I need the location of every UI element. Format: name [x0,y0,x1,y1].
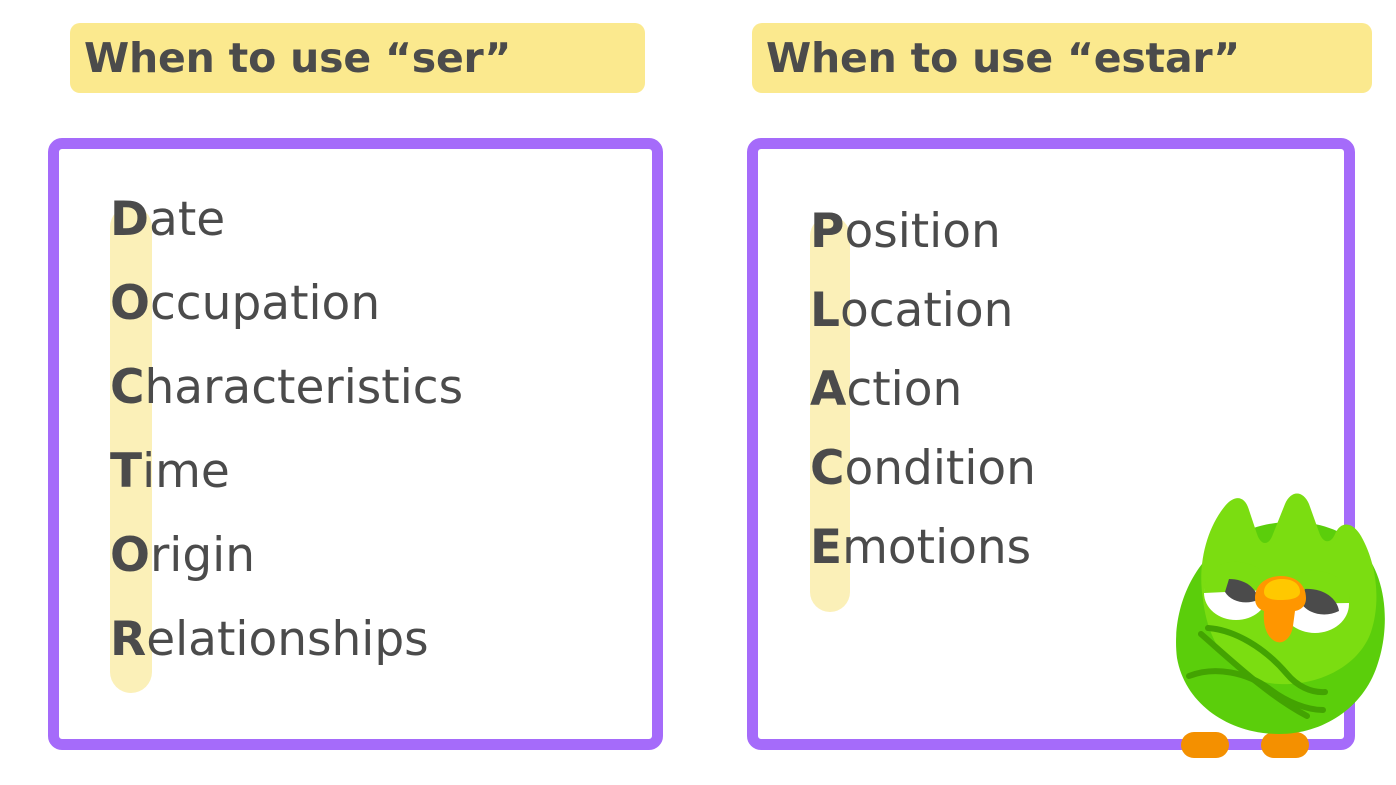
list-item: Condition [810,445,1036,492]
acronym-initial: P [810,204,845,259]
acronym-initial: L [810,283,840,338]
owl-wing-lines [1186,625,1328,719]
list-item: Origin [110,532,463,579]
acronym-rest: rigin [149,528,256,583]
list-item: Location [810,287,1036,334]
title-chip-estar: When to use “estar” [752,23,1372,93]
acronym-rest: haracteristics [144,360,464,415]
duo-owl-icon [1176,493,1385,758]
list-item: Date [110,196,463,243]
acronym-rest: elationships [146,612,429,667]
acronym-rest: ondition [844,441,1036,496]
acronym-rest: ate [149,192,226,247]
owl-foot-right-icon [1261,732,1309,758]
list-item: Relationships [110,616,463,663]
acronym-rest: osition [844,204,1001,259]
acronym-initial: O [110,528,150,583]
acronym-rest: ocation [839,283,1014,338]
list-item: Action [810,366,1036,413]
list-item: Time [110,448,463,495]
acronym-list-place: Position Location Action Condition Emoti… [810,208,1036,603]
owl-eyelid-left [1204,561,1270,593]
acronym-list-doctor: Date Occupation Characteristics Time Ori… [110,196,463,700]
list-item: Position [810,208,1036,255]
acronym-initial: A [810,362,847,417]
owl-beak-highlight [1264,579,1300,600]
acronym-initial: R [110,612,147,667]
acronym-initial: C [110,360,145,415]
acronym-rest: motions [842,520,1032,575]
acronym-rest: ime [142,444,230,499]
acronym-rest: ccupation [149,276,381,331]
acronym-initial: T [110,444,143,499]
acronym-initial: O [110,276,150,331]
letter-highlight-strip-doctor [110,206,152,693]
owl-pupil-left [1225,579,1258,603]
owl-foot-left-icon [1181,732,1229,758]
acronym-rest: ction [846,362,963,417]
acronym-initial: D [110,192,150,247]
list-item: Emotions [810,524,1036,571]
acronym-initial: C [810,441,845,496]
letter-highlight-strip-place [810,216,850,612]
title-chip-ser: When to use “ser” [70,23,645,93]
list-item: Occupation [110,280,463,327]
owl-pupil-right [1301,588,1339,615]
list-item: Characteristics [110,364,463,411]
acronym-initial: E [810,520,843,575]
